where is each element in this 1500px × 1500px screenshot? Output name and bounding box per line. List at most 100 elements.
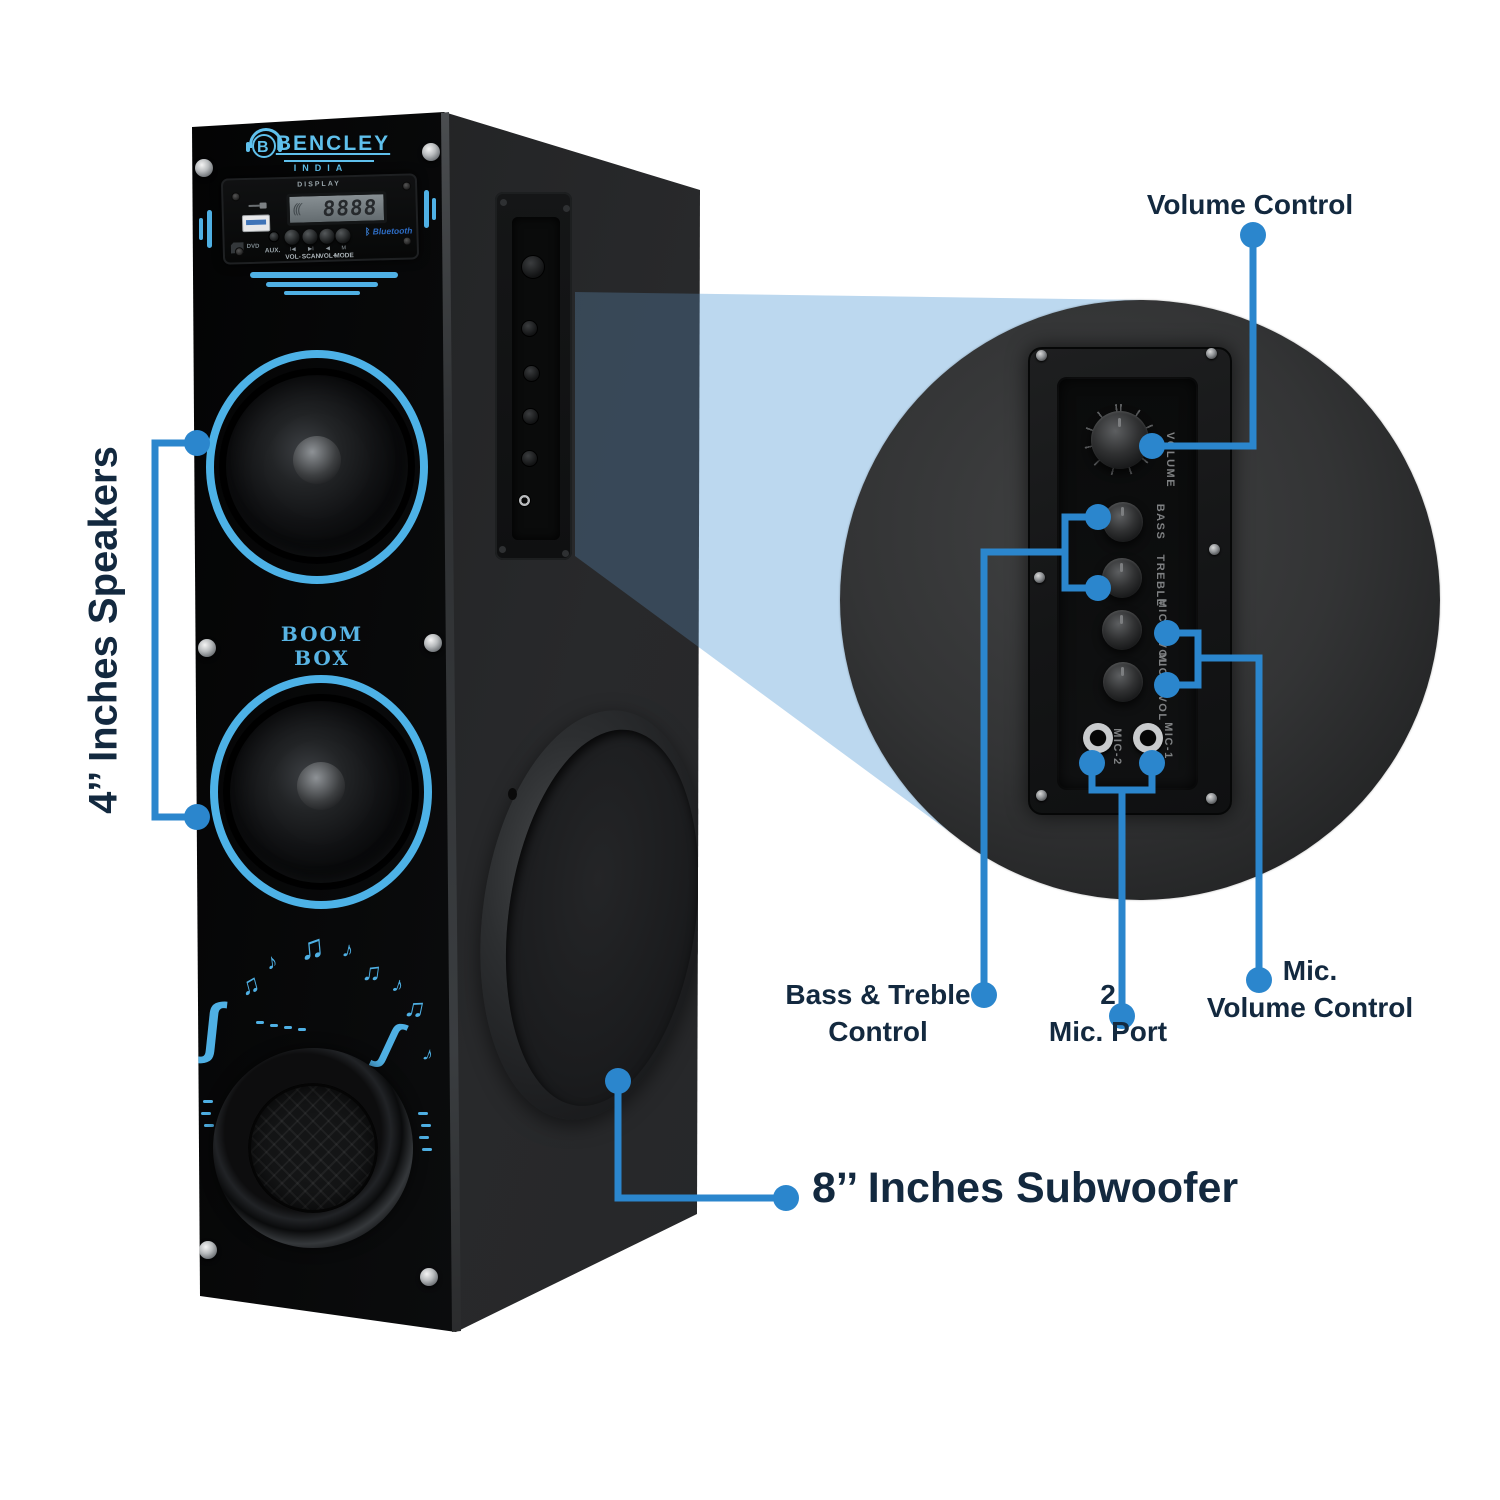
knob-pointer	[1117, 417, 1121, 427]
bass-treble-line1: Bass & Treble	[785, 979, 971, 1010]
deco-dash	[256, 1021, 264, 1024]
mic1-port-jack[interactable]	[1133, 723, 1163, 753]
deco-line	[284, 291, 360, 295]
callout-dot	[773, 1185, 799, 1211]
plate-screw	[563, 205, 570, 212]
mic2-volume-knob[interactable]	[1103, 662, 1143, 702]
speaker-driver-top	[219, 368, 415, 564]
deco-dash	[419, 1136, 429, 1139]
brand-subtitle: INDIA	[293, 163, 349, 173]
plate-screw	[1036, 790, 1047, 801]
callout-dot	[1154, 672, 1180, 698]
side-mic2-vol-knob[interactable]	[521, 450, 538, 467]
deco-dash	[284, 1026, 292, 1029]
speaker-dome	[297, 762, 345, 810]
callout-dot	[1079, 750, 1105, 776]
deco-dash	[270, 1024, 278, 1027]
deco-dash	[422, 1148, 432, 1151]
callout-dot	[184, 804, 210, 830]
deco-bar	[207, 210, 212, 248]
deco-dash	[421, 1124, 431, 1127]
brand-name: BENCLEY	[275, 132, 391, 155]
mic1-volume-knob[interactable]	[1102, 610, 1142, 650]
subwoofer-callout-line	[614, 1081, 786, 1202]
deco-dash	[204, 1124, 214, 1127]
callout-dot	[1109, 1003, 1135, 1029]
plate-screw	[562, 550, 569, 557]
mic-volume-line2: Volume Control	[1206, 992, 1414, 1023]
callout-dot	[1154, 620, 1180, 646]
deco-line	[250, 272, 398, 278]
subwoofer-label: 8’’ Inches Subwoofer	[812, 1164, 1239, 1212]
mic-volume-line1: Mic.	[1282, 955, 1338, 986]
bass-treble-line2: Control	[828, 1016, 928, 1047]
deco-dash	[418, 1112, 428, 1115]
screw	[199, 1241, 217, 1259]
callout-dot	[1240, 222, 1266, 248]
deco-bar	[432, 198, 436, 220]
volume-control-label: Volume Control	[1146, 189, 1354, 220]
bass-port-grill	[248, 1083, 378, 1213]
screw	[420, 1268, 438, 1286]
side-volume-knob[interactable]	[521, 255, 545, 279]
volume-knob[interactable]	[1091, 411, 1149, 469]
screw	[198, 639, 216, 657]
plate-screw	[1036, 350, 1047, 361]
callout-dot	[1246, 967, 1272, 993]
callout-dot	[184, 430, 210, 456]
knob-pointer	[1120, 562, 1124, 572]
deco-bar	[424, 190, 429, 228]
speaker-dome	[293, 436, 341, 484]
screw	[422, 143, 440, 161]
deco-dash	[203, 1100, 213, 1103]
callout-dot	[1085, 575, 1111, 601]
knob-pointer	[1121, 666, 1125, 676]
speaker-driver-bottom	[223, 694, 419, 890]
mic-port-line1: 2	[1100, 979, 1116, 1010]
plate-screw	[499, 546, 506, 553]
callout-dot	[1085, 504, 1111, 530]
side-bass-knob[interactable]	[521, 320, 538, 337]
headphone-arc	[248, 128, 283, 148]
side-mic1-vol-knob[interactable]	[522, 408, 539, 425]
logo-headphone-icon: B	[245, 128, 283, 158]
plate-screw	[1206, 348, 1217, 359]
mic-port-label: 2 Mic. Port	[1049, 976, 1167, 1050]
callout-dot	[971, 982, 997, 1008]
bass-treble-label: Bass & Treble Control	[785, 976, 970, 1050]
side-mic-jack[interactable]	[518, 494, 531, 507]
deco-bar	[199, 218, 203, 240]
plate-screw	[1206, 793, 1217, 804]
plate-screw	[1034, 572, 1045, 583]
headphone-pad-left	[245, 142, 250, 152]
bass-treble-callout-line	[980, 548, 1065, 995]
mic-volume-label: Mic. Volume Control	[1207, 952, 1413, 1026]
deco-line	[266, 282, 378, 287]
subwoofer-screw-hole	[508, 788, 517, 800]
deco-dash	[298, 1028, 306, 1031]
callout-dot	[1139, 750, 1165, 776]
knob-pointer	[1120, 614, 1124, 624]
mic2-port-jack[interactable]	[1083, 723, 1113, 753]
screw	[424, 634, 442, 652]
screw	[195, 159, 213, 177]
mic-volume-callout-line	[1198, 654, 1263, 980]
callout-dot	[605, 1068, 631, 1094]
headphone-pad-right	[277, 142, 282, 152]
knob-pointer	[1121, 506, 1125, 516]
speakers-bracket	[151, 439, 197, 821]
plate-screw	[1209, 544, 1220, 555]
speakers-label: 4’’ Inches Speakers	[81, 446, 126, 814]
callout-dot	[1139, 433, 1165, 459]
side-treble-knob[interactable]	[523, 365, 540, 382]
speaker-ring-bottom	[210, 675, 432, 909]
mic-port-line2: Mic. Port	[1048, 1016, 1168, 1047]
deco-dash	[201, 1112, 211, 1115]
speaker-ring-top	[206, 350, 428, 584]
plate-screw	[500, 199, 507, 206]
logo-rule	[284, 160, 374, 162]
